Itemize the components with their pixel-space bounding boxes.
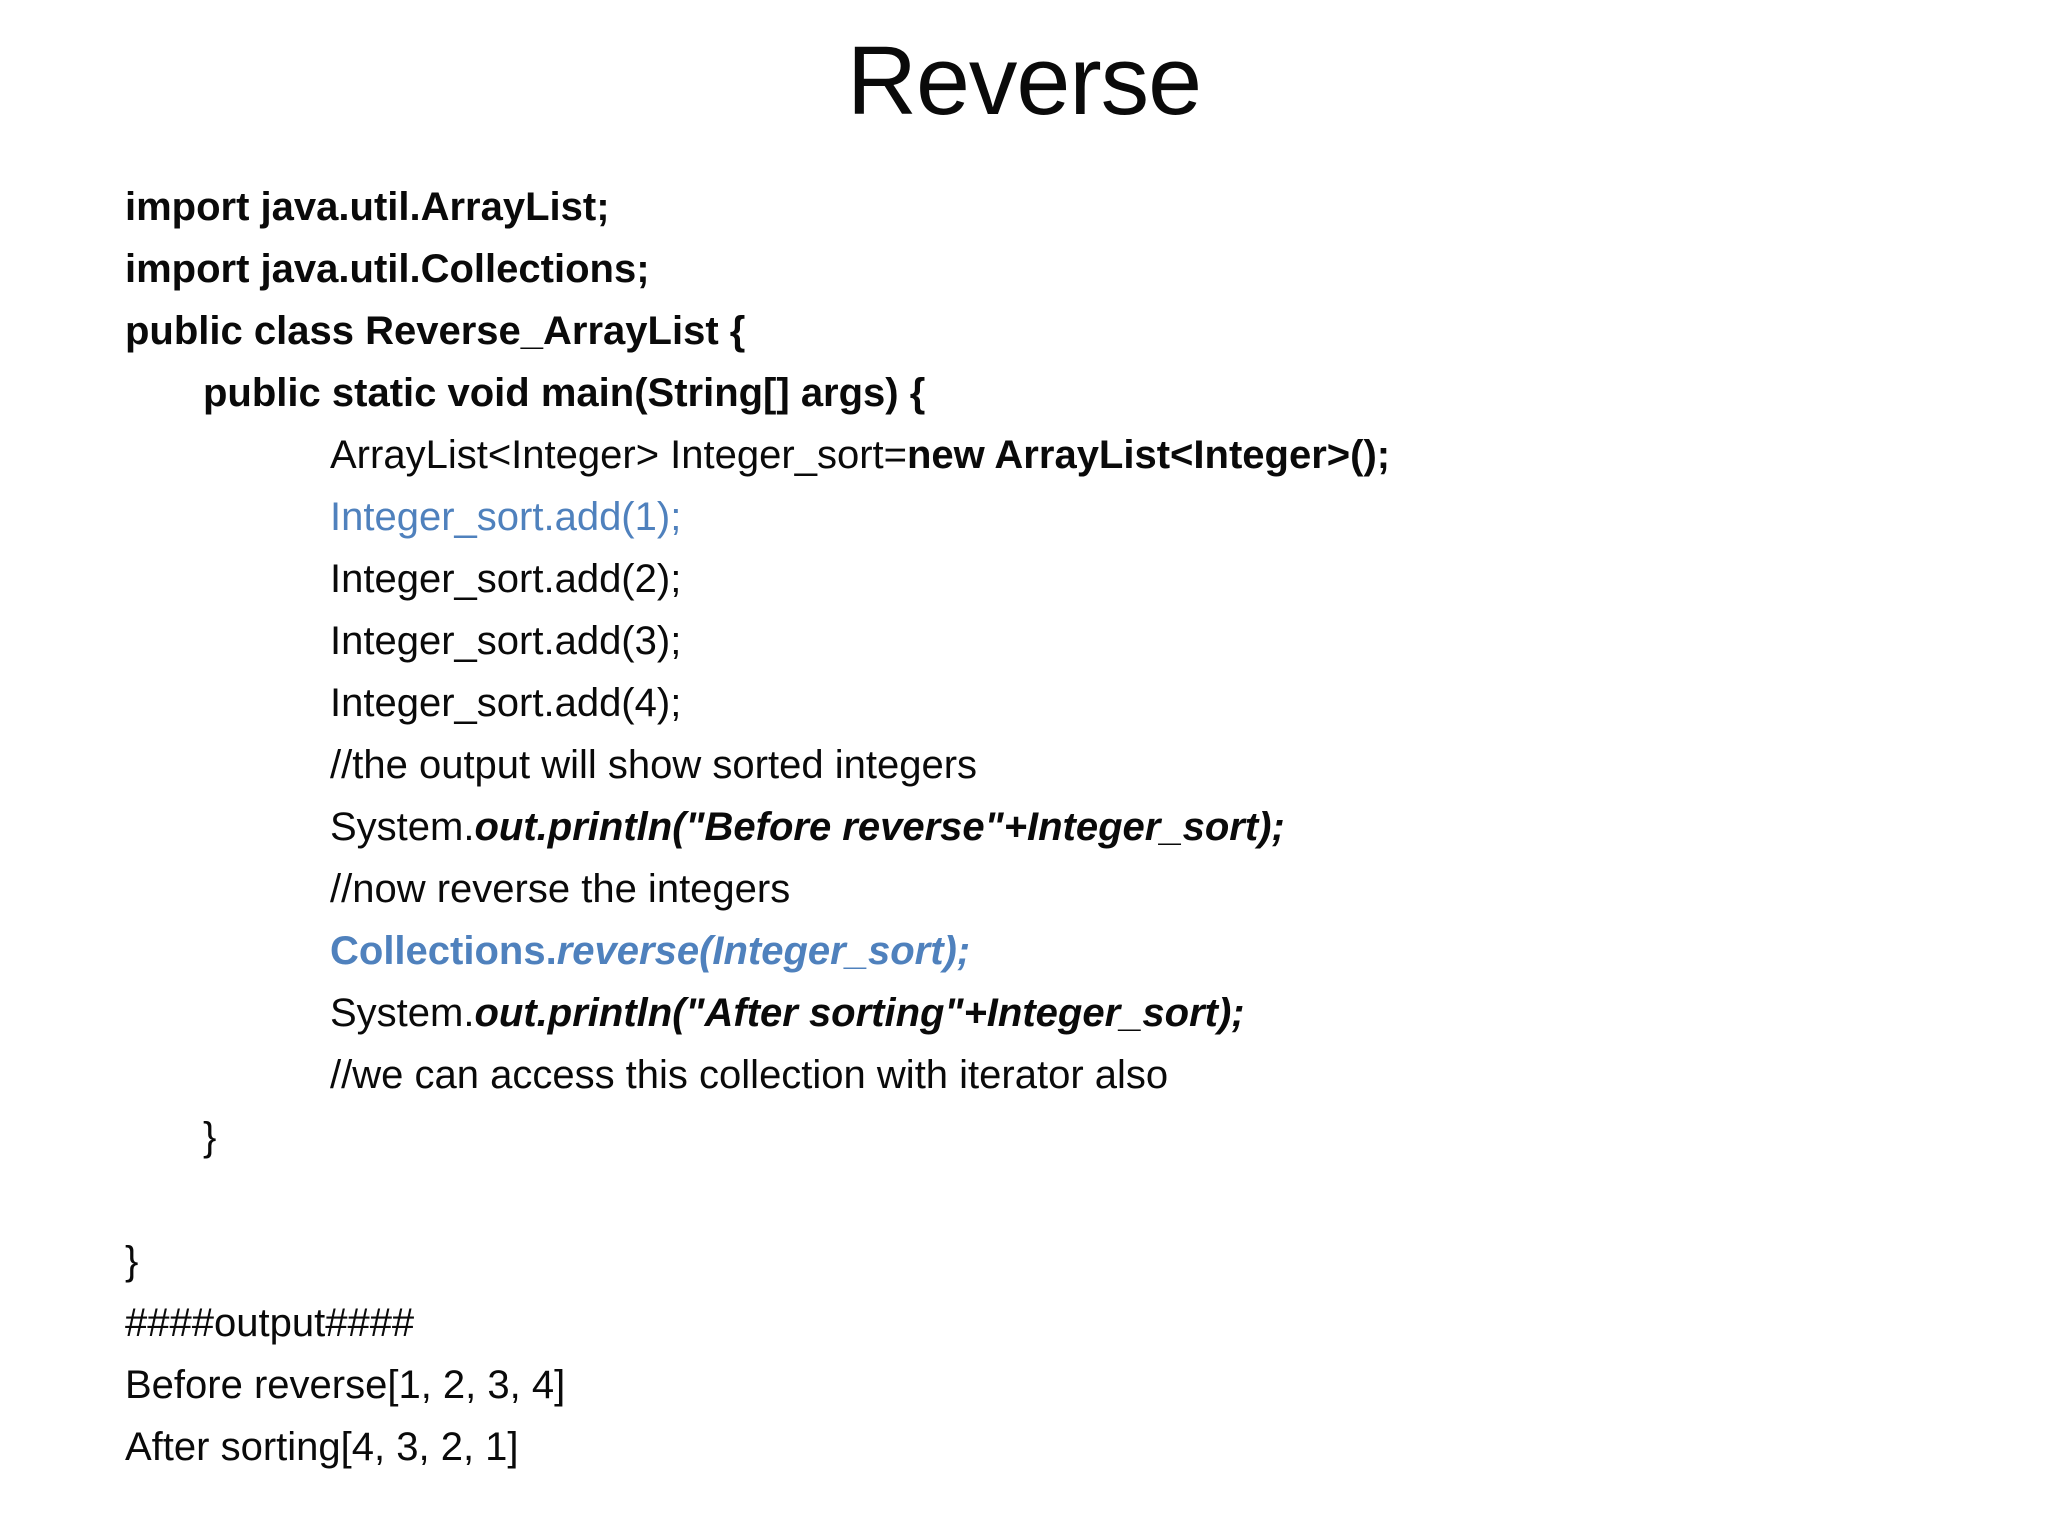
code-segment: //the output will show sorted integers <box>330 743 978 787</box>
code-segment: Integer_sort.add(1); <box>330 495 682 539</box>
code-line: public static void main(String[] args) { <box>125 362 2008 424</box>
code-line: ####output#### <box>125 1292 2008 1354</box>
code-segment: import java.util.Collections; <box>125 247 650 291</box>
code-segment: ####output#### <box>125 1301 415 1345</box>
code-line: Integer_sort.add(1); <box>125 486 2008 548</box>
slide-title: Reverse <box>846 26 1202 135</box>
code-line: import java.util.Collections; <box>125 238 2008 300</box>
code-line: //now reverse the integers <box>125 858 2008 920</box>
code-segment: reverse(Integer_sort); <box>556 929 971 973</box>
code-line: System.out.println("Before reverse"+Inte… <box>125 796 2008 858</box>
code-line: Integer_sort.add(2); <box>125 548 2008 610</box>
code-segment: Collections. <box>330 929 557 973</box>
code-line: Integer_sort.add(3); <box>125 610 2008 672</box>
code-segment: out.println("After sorting"+Integer_sort… <box>474 991 1245 1035</box>
code-segment: Integer_sort.add(2); <box>330 557 682 601</box>
code-line: Before reverse[1, 2, 3, 4] <box>125 1354 2008 1416</box>
code-segment: } <box>125 1239 139 1283</box>
code-segment: After sorting[4, 3, 2, 1] <box>125 1425 519 1469</box>
code-line: } <box>125 1106 2008 1168</box>
code-segment: //we can access this collection with ite… <box>330 1053 1169 1097</box>
code-line: } <box>125 1230 2008 1292</box>
code-segment: Integer_sort.add(4); <box>330 681 682 725</box>
code-segment: System. <box>330 805 475 849</box>
code-line: public class Reverse_ArrayList { <box>125 300 2008 362</box>
code-line: import java.util.ArrayList; <box>125 176 2008 238</box>
code-line: ArrayList<Integer> Integer_sort=new Arra… <box>125 424 2008 486</box>
code-segment: new ArrayList<Integer>(); <box>907 433 1391 477</box>
code-line: Integer_sort.add(4); <box>125 672 2008 734</box>
code-segment: ArrayList<Integer> Integer_sort= <box>330 433 907 477</box>
code-segment: Integer_sort.add(3); <box>330 619 682 663</box>
code-segment: } <box>203 1115 217 1159</box>
code-segment: public class Reverse_ArrayList { <box>125 309 746 353</box>
code-line: //we can access this collection with ite… <box>125 1044 2008 1106</box>
code-line: System.out.println("After sorting"+Integ… <box>125 982 2008 1044</box>
code-segment: import java.util.ArrayList; <box>125 185 610 229</box>
code-segment: out.println("Before reverse"+Integer_sor… <box>474 805 1285 849</box>
code-segment: public static void main(String[] args) { <box>203 371 926 415</box>
code-line-blank <box>125 1168 2008 1230</box>
code-segment: Before reverse[1, 2, 3, 4] <box>125 1363 566 1407</box>
code-segment: //now reverse the integers <box>330 867 791 911</box>
code-line: //the output will show sorted integers <box>125 734 2008 796</box>
code-block: import java.util.ArrayList; import java.u… <box>125 176 2008 1478</box>
code-line: Collections.reverse(Integer_sort); <box>125 920 2008 982</box>
code-segment: System. <box>330 991 475 1035</box>
code-line: After sorting[4, 3, 2, 1] <box>125 1416 2008 1478</box>
